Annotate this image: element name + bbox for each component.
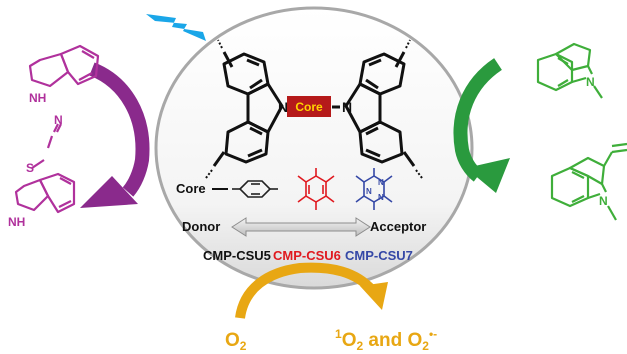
- catalyst-ellipse: [154, 6, 474, 290]
- indole-nh-label: NH: [29, 91, 46, 105]
- right-carbazole-n-label: N: [342, 99, 352, 115]
- oxygen-activation-arrow: [235, 262, 388, 319]
- svg-text:N: N: [366, 187, 372, 196]
- thiocyanato-indole-structure: [14, 123, 76, 214]
- left-carbazole-n-label: N: [278, 99, 288, 115]
- polymer-csu7-label: CMP-CSU7: [345, 248, 413, 263]
- thiocyanato-s-label: S: [26, 161, 34, 175]
- functionalized-indole-n-label: N: [599, 194, 608, 208]
- indole-structure: [28, 44, 100, 88]
- right-conversion-arrow: [453, 58, 510, 193]
- core-box-label: Core: [295, 100, 323, 114]
- core-row-label: Core: [176, 181, 206, 196]
- n-methylindole-structure: [536, 42, 603, 99]
- svg-text:N: N: [378, 193, 384, 202]
- polymer-csu6-label: CMP-CSU6: [273, 248, 341, 263]
- functionalized-indole-structure: [550, 142, 627, 221]
- donor-acceptor-double-arrow: [231, 217, 371, 237]
- svg-text:N: N: [378, 178, 384, 187]
- left-conversion-arrow: [80, 62, 150, 208]
- acceptor-label: Acceptor: [370, 219, 426, 234]
- triazine-core-structure: [355, 168, 393, 210]
- thiocyanato-n-label: N: [54, 113, 63, 127]
- benzene-core-structure: [232, 180, 278, 198]
- left-carbazole-structure: [212, 51, 284, 167]
- donor-label: Donor: [182, 219, 220, 234]
- core-box: [287, 96, 331, 117]
- thiocyanato-nh-label: NH: [8, 215, 25, 229]
- polymer-csu5-label: CMP-CSU5: [203, 248, 271, 263]
- oxygen-input-label: O2: [225, 330, 247, 353]
- lightning-bolt-icon: [146, 14, 206, 41]
- right-carbazole-structure: [344, 51, 416, 167]
- reactive-oxygen-output-label: 1O2 and O2•-: [335, 327, 437, 353]
- n-methylindole-n-label: N: [586, 75, 595, 89]
- mesitylene-core-structure: [297, 168, 335, 210]
